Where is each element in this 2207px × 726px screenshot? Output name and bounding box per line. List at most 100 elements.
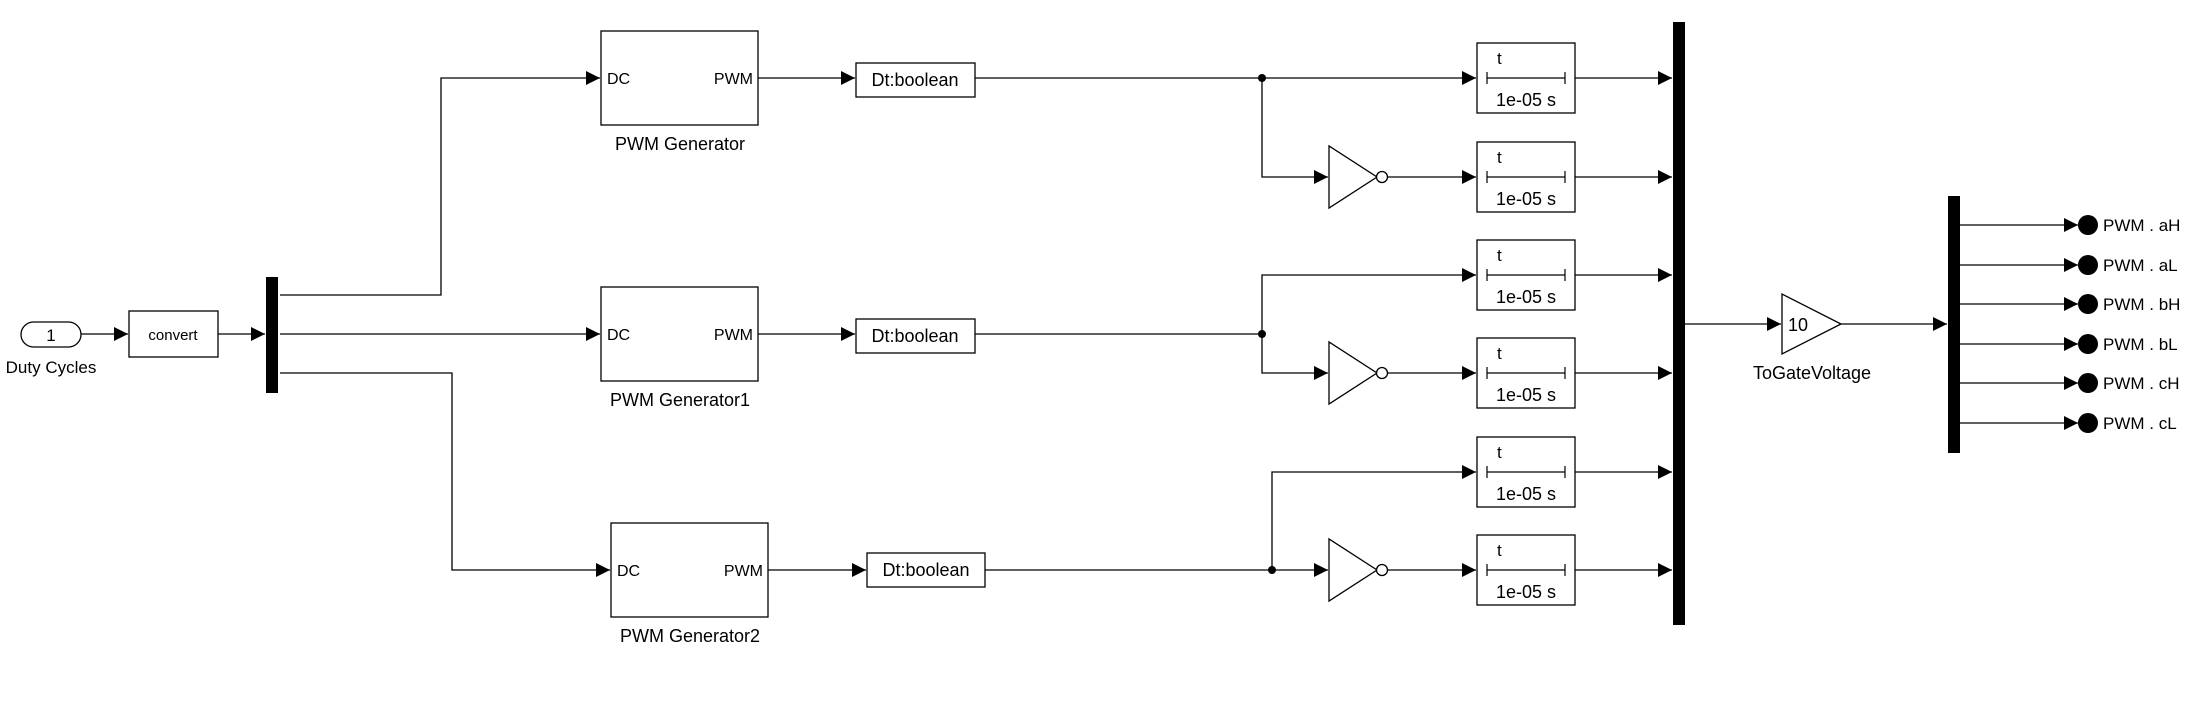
dt-boolean-shape[interactable] [866, 552, 986, 588]
not-gate-phase-b[interactable] [1328, 340, 1389, 406]
dead-time-symbol: t [1497, 541, 1502, 560]
pwm-generator2-shape[interactable] [610, 522, 769, 618]
pwm-generator1-name: PWM Generator1 [610, 390, 750, 410]
not-gate-triangle[interactable] [1328, 340, 1379, 406]
branch-point [1268, 566, 1276, 574]
line-phase-a-to-not [1261, 78, 1328, 184]
convert-block-label: convert [148, 327, 198, 344]
output-port-dot[interactable] [2078, 334, 2098, 354]
dead-time-value: 1e-05 s [1496, 287, 1556, 307]
gain-block[interactable]: 10 ToGateVoltage [1753, 292, 1871, 383]
convert-block[interactable]: convert [128, 310, 219, 358]
branch-point [1258, 330, 1266, 338]
pwm-generator-name: PWM Generator [615, 134, 745, 154]
output-tag-label: PWM . cH [2103, 374, 2180, 393]
line-phase-b-high [1261, 268, 1476, 334]
pwm-generator-shape[interactable] [600, 30, 759, 126]
pwm-generator2-dc-port: DC [617, 563, 640, 580]
dead-time-ruler-icon [1486, 564, 1566, 576]
pwm-generator1-shape[interactable] [600, 286, 759, 382]
output-tag-bh[interactable]: PWM . bH [2078, 294, 2180, 314]
dead-time-block-4[interactable]: t 1e-05 s [1476, 337, 1576, 409]
gain-label: ToGateVoltage [1753, 363, 1871, 383]
pwm-generator2-pwm-port: PWM [724, 563, 763, 580]
pwm-generator1-block[interactable]: DC PWM PWM Generator1 [600, 286, 759, 410]
output-tag-label: PWM . cL [2103, 414, 2177, 433]
branch-points [1258, 74, 1276, 574]
demux-bar[interactable] [266, 277, 278, 393]
inport-shape[interactable] [20, 321, 82, 348]
dead-time-block-1[interactable]: t 1e-05 s [1476, 42, 1576, 114]
dt-boolean-block-2[interactable]: Dt:boolean [855, 318, 976, 354]
pwm-generator2-name: PWM Generator2 [620, 626, 760, 646]
output-demux-bar[interactable] [1948, 196, 1960, 453]
mux-bar[interactable] [1673, 22, 1685, 625]
dt-boolean-label: Dt:boolean [871, 70, 958, 90]
convert-block-shape[interactable] [128, 310, 219, 358]
pwm-generator-dc-port: DC [607, 71, 630, 88]
pwm-generator2-block[interactable]: DC PWM PWM Generator2 [610, 522, 769, 646]
line-phase-c-high [1271, 465, 1476, 570]
output-tag-label: PWM . aH [2103, 216, 2180, 235]
output-port-dot[interactable] [2078, 294, 2098, 314]
pwm-generator1-pwm-port: PWM [714, 327, 753, 344]
not-gate-phase-a[interactable] [1328, 144, 1389, 210]
dead-time-symbol: t [1497, 443, 1502, 462]
dead-time-value: 1e-05 s [1496, 90, 1556, 110]
dead-time-ruler-icon [1486, 466, 1566, 478]
dead-time-value: 1e-05 s [1496, 582, 1556, 602]
pwm-generator-block[interactable]: DC PWM PWM Generator [600, 30, 759, 154]
inport-label: Duty Cycles [6, 358, 97, 377]
pwm-generator-pwm-port: PWM [714, 71, 753, 88]
gain-value: 10 [1788, 315, 1808, 335]
signal-lines [81, 71, 2078, 577]
output-tag-al[interactable]: PWM . aL [2078, 255, 2178, 275]
line-demux-to-pwm-generator [280, 71, 600, 296]
dt-boolean-label: Dt:boolean [871, 326, 958, 346]
dead-time-symbol: t [1497, 344, 1502, 363]
dt-boolean-block-1[interactable]: Dt:boolean [855, 62, 976, 98]
not-gate-triangle[interactable] [1328, 144, 1379, 210]
dead-time-ruler-icon [1486, 367, 1566, 379]
line-phase-b-to-not [1261, 334, 1328, 380]
output-tag-ah[interactable]: PWM . aH [2078, 215, 2180, 235]
dt-boolean-block-3[interactable]: Dt:boolean [866, 552, 986, 588]
output-tag-label: PWM . bL [2103, 335, 2178, 354]
output-tag-label: PWM . bH [2103, 295, 2180, 314]
output-tag-cl[interactable]: PWM . cL [2078, 413, 2177, 433]
dt-boolean-shape[interactable] [855, 318, 976, 354]
dead-time-value: 1e-05 s [1496, 189, 1556, 209]
output-tag-bl[interactable]: PWM . bL [2078, 334, 2178, 354]
dead-time-ruler-icon [1486, 72, 1566, 84]
dead-time-block-3[interactable]: t 1e-05 s [1476, 239, 1576, 311]
not-gate-bubble [1375, 170, 1389, 184]
dead-time-block-2[interactable]: t 1e-05 s [1476, 141, 1576, 213]
line-demux-to-pwm-generator2 [280, 372, 610, 577]
dead-time-symbol: t [1497, 246, 1502, 265]
not-gate-triangle[interactable] [1328, 537, 1379, 603]
output-port-dot[interactable] [2078, 215, 2098, 235]
output-tag-ch[interactable]: PWM . cH [2078, 373, 2180, 393]
dead-time-symbol: t [1497, 49, 1502, 68]
dead-time-symbol: t [1497, 148, 1502, 167]
dt-boolean-label: Dt:boolean [882, 560, 969, 580]
not-gate-bubble [1375, 366, 1389, 380]
output-tag-label: PWM . aL [2103, 256, 2178, 275]
not-gate-bubble [1375, 563, 1389, 577]
not-gate-phase-c[interactable] [1328, 537, 1389, 603]
dead-time-value: 1e-05 s [1496, 385, 1556, 405]
output-port-dot[interactable] [2078, 413, 2098, 433]
dead-time-block-6[interactable]: t 1e-05 s [1476, 534, 1576, 606]
output-port-dot[interactable] [2078, 373, 2098, 393]
dead-time-block-5[interactable]: t 1e-05 s [1476, 436, 1576, 508]
gain-triangle[interactable] [1781, 292, 1843, 356]
branch-point [1258, 74, 1266, 82]
output-port-dot[interactable] [2078, 255, 2098, 275]
dead-time-value: 1e-05 s [1496, 484, 1556, 504]
dead-time-ruler-icon [1486, 171, 1566, 183]
pwm-generator1-dc-port: DC [607, 327, 630, 344]
inport-block[interactable]: 1 Duty Cycles [6, 321, 97, 377]
dt-boolean-shape[interactable] [855, 62, 976, 98]
inport-number: 1 [46, 326, 55, 345]
